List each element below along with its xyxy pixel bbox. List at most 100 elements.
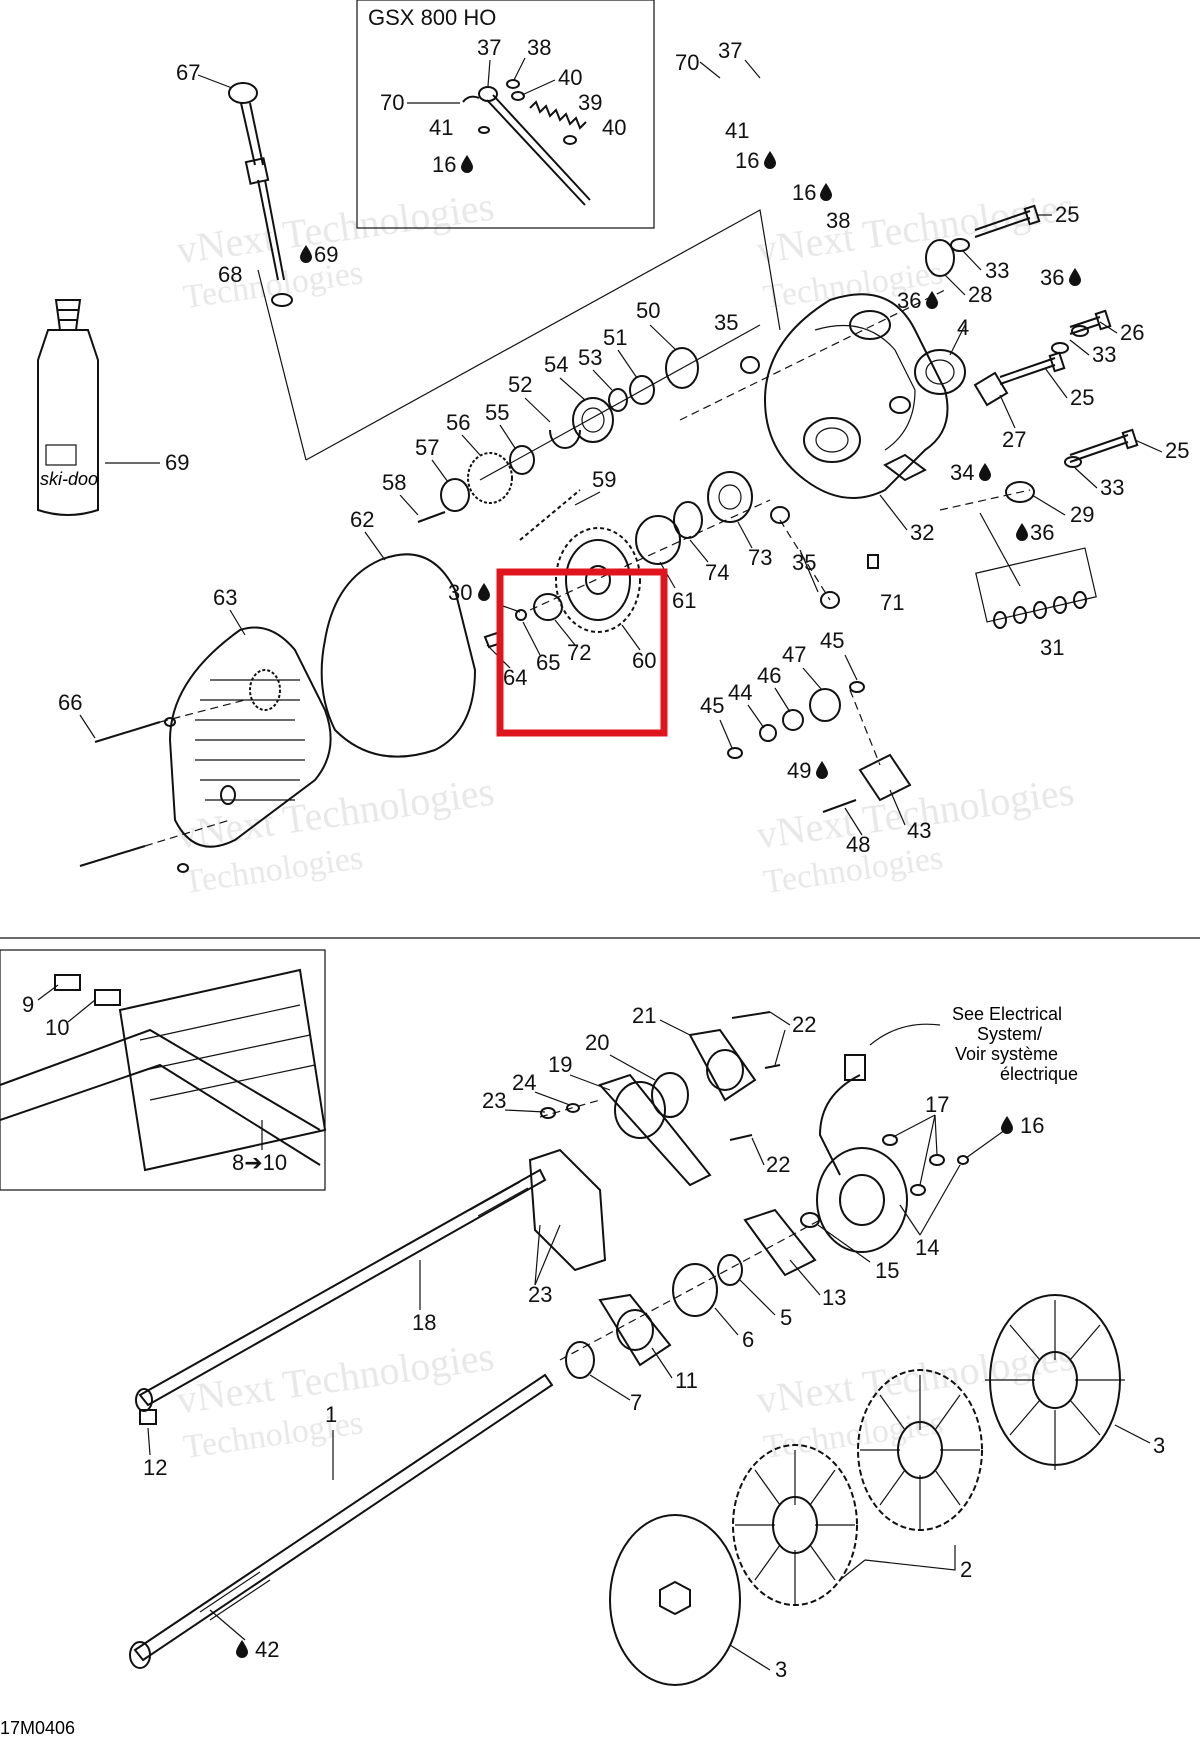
part-label: 16 (1020, 1113, 1044, 1138)
part-shaft-1 (129, 1373, 554, 1669)
part-label: 46 (757, 663, 781, 688)
part-spacer-44 (759, 724, 777, 742)
part-label: 25 (1165, 438, 1189, 463)
part-bushing-28 (925, 239, 955, 277)
part-nut-15 (800, 1212, 820, 1228)
oil-drop-icon (236, 1640, 248, 1658)
track-inset-frame (0, 949, 326, 1191)
part-washer-33 (1064, 456, 1082, 468)
part-label: 48 (846, 832, 870, 857)
part-cover-63 (168, 626, 332, 848)
part-label: 73 (748, 545, 772, 570)
part-label: 50 (636, 298, 660, 323)
part-label: 3 (1153, 1433, 1165, 1458)
gsx-800-ho-inset: GSX 800 HO 37 38 40 39 40 70 41 16 (356, 0, 655, 229)
part-bolt-22a (731, 1011, 771, 1019)
part-washer (506, 79, 520, 89)
part-washer-33 (950, 238, 970, 252)
electrical-note: System/ (977, 1024, 1042, 1044)
part-spring (529, 100, 587, 130)
part-bearing-54 (572, 397, 614, 443)
part-bearing-6 (672, 1263, 718, 1317)
part-nut-35 (770, 506, 790, 524)
part-label: 18 (412, 1310, 436, 1335)
oil-drop-icon (1069, 268, 1081, 286)
oil-bottle: ski-doo (37, 299, 160, 516)
part-label: 24 (512, 1070, 536, 1095)
part-label: 21 (632, 1003, 656, 1028)
oil-drop-icon (820, 183, 832, 201)
part-label: 53 (578, 345, 602, 370)
part-washer (511, 91, 525, 101)
part-label: 74 (705, 560, 729, 585)
reference-line (257, 269, 307, 461)
part-label: 60 (632, 648, 656, 673)
part-oring (478, 126, 490, 134)
part-seal-50 (665, 347, 699, 389)
part-label: 9 (22, 992, 34, 1017)
part-label: 23 (482, 1088, 506, 1113)
part-washer (563, 135, 577, 145)
part-spacer-55 (509, 445, 535, 475)
part-label: 34 (950, 460, 974, 485)
part-bolt-22b (764, 1064, 781, 1069)
part-circlip-61 (635, 515, 681, 565)
part-washer (177, 863, 189, 873)
part-wheel-47 (809, 688, 841, 722)
inset-part-label: 16 (432, 152, 456, 177)
part-washer-45 (727, 747, 743, 759)
part-mount-bracket (528, 1148, 607, 1272)
part-circlip-52 (549, 429, 581, 449)
inset-part-label: 40 (558, 65, 582, 90)
part-trigger-wheel-hub (839, 1174, 885, 1226)
part-plate-13 (743, 1208, 817, 1277)
part-sprocket-56 (467, 452, 513, 504)
part-screw-16 (957, 1155, 969, 1165)
part-label: 29 (1070, 502, 1094, 527)
part-bearing-73 (707, 471, 753, 523)
part-label: 16 (792, 180, 816, 205)
part-bolt-48 (822, 799, 857, 813)
part-washer-24 (566, 1103, 580, 1113)
part-bolt-26 (1069, 309, 1112, 335)
part-label: 17 (925, 1092, 949, 1117)
part-label: 32 (910, 520, 934, 545)
watermarks: vNext Technologies Technologies vNext Te… (174, 183, 1077, 1466)
leader-line (521, 79, 556, 96)
part-seal-7 (565, 1341, 595, 1379)
part-washer-45b (849, 681, 865, 693)
part-chaincase-housing (763, 293, 949, 499)
part-label: 56 (446, 410, 470, 435)
part-label: 49 (787, 758, 811, 783)
part-label: 27 (1002, 427, 1026, 452)
part-clip (462, 95, 480, 103)
bottle-brand-label: ski-doo (40, 469, 98, 489)
part-label: 11 (675, 1368, 698, 1393)
part-spacer-5 (717, 1254, 743, 1286)
top-leader-lines (79, 59, 1163, 836)
part-label: 2 (960, 1557, 972, 1582)
part-label: 54 (544, 352, 568, 377)
inset-part-label: 37 (477, 35, 501, 60)
electrical-note: Voir système (955, 1044, 1058, 1064)
part-label: 33 (1092, 342, 1116, 367)
part-bearing-20 (651, 1072, 689, 1118)
part-label: 1 (325, 1402, 337, 1427)
part-label: 70 (675, 50, 699, 75)
part-sensor-connector (844, 1054, 866, 1081)
part-label: 26 (1120, 320, 1144, 345)
part-label: 72 (567, 640, 591, 665)
part-label: 58 (382, 470, 406, 495)
part-label: 3 (775, 1657, 787, 1682)
part-label: 45 (820, 628, 844, 653)
part-sprocket-60 (555, 527, 641, 633)
part-flange-11-hole (616, 1309, 654, 1351)
part-nut-17a (882, 1134, 898, 1146)
inset-part-label: 70 (380, 90, 404, 115)
part-gasket-62 (320, 553, 477, 758)
part-rod-edge (492, 94, 591, 201)
part-label: 25 (1055, 202, 1079, 227)
oil-drop-icon (461, 155, 473, 173)
part-label: 35 (792, 550, 816, 575)
leader-arrow (869, 1023, 941, 1046)
